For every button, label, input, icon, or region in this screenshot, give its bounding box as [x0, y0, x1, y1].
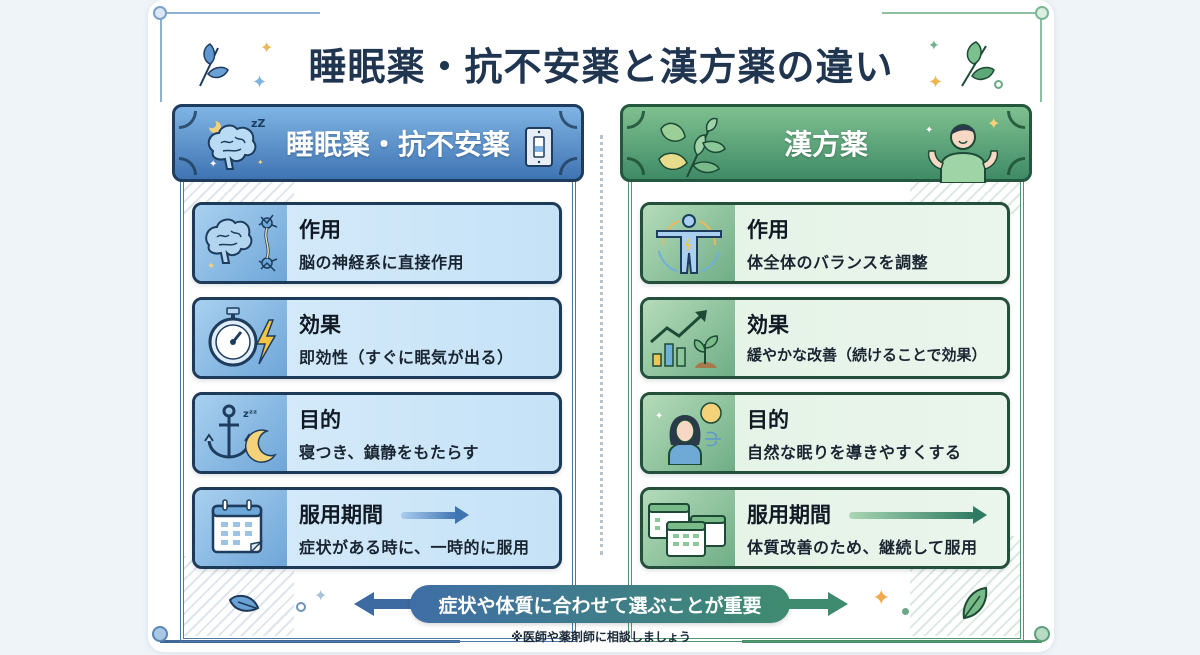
green-leaf-icon: [960, 586, 988, 620]
frame-corner-circle-tr: [1035, 6, 1049, 20]
card-title: 作用: [747, 218, 789, 242]
svg-text:✦: ✦: [655, 411, 663, 422]
circle-ornament: [296, 602, 306, 612]
sparkle-icon: ✦: [872, 586, 891, 611]
left-column-header: zZ ✦ ✦ 睡眠薬・抗不安薬: [172, 104, 584, 182]
left-arrow-icon: [354, 592, 424, 616]
card-title: 効果: [747, 313, 789, 337]
frame-corner-circle-br: [1034, 626, 1050, 642]
card-title: 作用: [299, 218, 341, 242]
right-card-effect: 効果 緩やかな改善（続けることで効果）: [640, 297, 1010, 379]
svg-text:✦: ✦: [207, 261, 215, 272]
multiple-calendars-icon: [643, 490, 735, 566]
svg-text:zᶻᶻ: zᶻᶻ: [243, 409, 257, 420]
infographic-sheet: ✦ ✦ 睡眠薬・抗不安薬と漢方薬の違い ✦ ✦ zZ ✦: [148, 0, 1054, 652]
page-title: 睡眠薬・抗不安薬と漢方薬の違い: [308, 45, 894, 89]
stopwatch-lightning-icon: [195, 300, 287, 376]
right-card-duration: 服用期間 体質改善のため、継続して服用: [640, 487, 1010, 569]
happy-person-icon: ✦ ✦: [921, 111, 1005, 183]
frame-corner-circle-tl: [153, 6, 167, 20]
light-switch-icon: [525, 127, 553, 167]
sparkle-icon: ✦: [260, 38, 274, 57]
card-description: 症状がある時に、一時的に服用: [299, 538, 530, 557]
card-description: 自然な眠りを導きやすくする: [747, 443, 962, 462]
card-description: 緩やかな改善（続けることで効果）: [747, 346, 987, 364]
key-message-banner: 症状や体質に合わせて選ぶことが重要: [410, 585, 790, 623]
dot-ornament: [902, 608, 909, 615]
left-card-duration: 服用期間 症状がある時に、一時的に服用: [192, 487, 562, 569]
sparkle-icon: ✦: [252, 72, 268, 93]
sparkle-icon: ✦: [928, 72, 944, 93]
right-arrow-icon: [778, 592, 848, 616]
right-card-purpose: ✦ 目的 自然な眠りを導きやすくする: [640, 392, 1010, 474]
frame-left-vertical: [160, 12, 162, 102]
short-arrow-icon: [401, 506, 471, 524]
long-arrow-icon: [849, 506, 989, 524]
woman-moon-icon: ✦: [643, 395, 735, 471]
right-header-title: 漢方薬: [783, 128, 868, 161]
circle-ornament: [994, 80, 1003, 89]
frame-top-left: [160, 12, 320, 14]
frame-top-right: [882, 12, 1042, 14]
right-column-header: 漢方薬 ✦ ✦: [620, 104, 1032, 183]
svg-text:✦: ✦: [209, 159, 217, 170]
blue-leaf-icon: [194, 42, 230, 88]
left-column-body: [180, 176, 576, 642]
left-card-purpose: zᶻᶻ 目的 寝つき、鎮静をもたらす: [192, 392, 562, 474]
card-description: 寝つき、鎮静をもたらす: [299, 443, 480, 462]
card-title: 服用期間: [299, 503, 383, 527]
card-description: 体全体のバランスを調整: [747, 253, 929, 272]
left-column: zZ ✦ ✦ 睡眠薬・抗不安薬: [172, 104, 584, 642]
svg-text:zZ: zZ: [251, 117, 265, 130]
column-divider: [600, 135, 603, 555]
card-title: 目的: [299, 408, 341, 432]
svg-text:✦: ✦: [987, 114, 1000, 133]
growth-chart-plant-icon: [643, 300, 735, 376]
brain-sleep-icon: zZ ✦ ✦: [199, 115, 269, 175]
calendar-icon: [195, 490, 287, 566]
card-description: 脳の神経系に直接作用: [299, 253, 465, 272]
right-card-action: 作用 体全体のバランスを調整: [640, 202, 1010, 284]
brain-neuron-icon: ✦: [195, 205, 287, 281]
right-column: 漢方薬 ✦ ✦: [620, 104, 1032, 642]
card-title: 効果: [299, 313, 341, 337]
card-title: 服用期間: [747, 503, 831, 527]
card-title: 目的: [747, 408, 789, 432]
green-leaf-icon: [956, 40, 996, 88]
blue-leaf-icon: [228, 592, 260, 614]
left-card-action: ✦ 作用 脳の神経系に直接作用: [192, 202, 562, 284]
svg-text:✦: ✦: [257, 158, 264, 167]
frame-corner-circle-bl: [152, 626, 168, 642]
sparkle-icon: ✦: [314, 586, 328, 605]
herb-leaves-icon: [657, 115, 729, 179]
consultation-note: ※医師や薬剤師に相談しましょう: [511, 630, 691, 644]
anchor-moon-icon: zᶻᶻ: [195, 395, 287, 471]
left-header-title: 睡眠薬・抗不安薬: [285, 128, 510, 161]
svg-text:✦: ✦: [925, 125, 933, 136]
left-card-effect: 効果 即効性（すぐに眠気が出る）: [192, 297, 562, 379]
body-balance-icon: [643, 205, 735, 281]
sparkle-icon: ✦: [928, 38, 940, 54]
frame-right-vertical: [1040, 12, 1042, 102]
card-description: 即効性（すぐに眠気が出る）: [299, 348, 514, 367]
card-description: 体質改善のため、継続して服用: [747, 538, 978, 557]
